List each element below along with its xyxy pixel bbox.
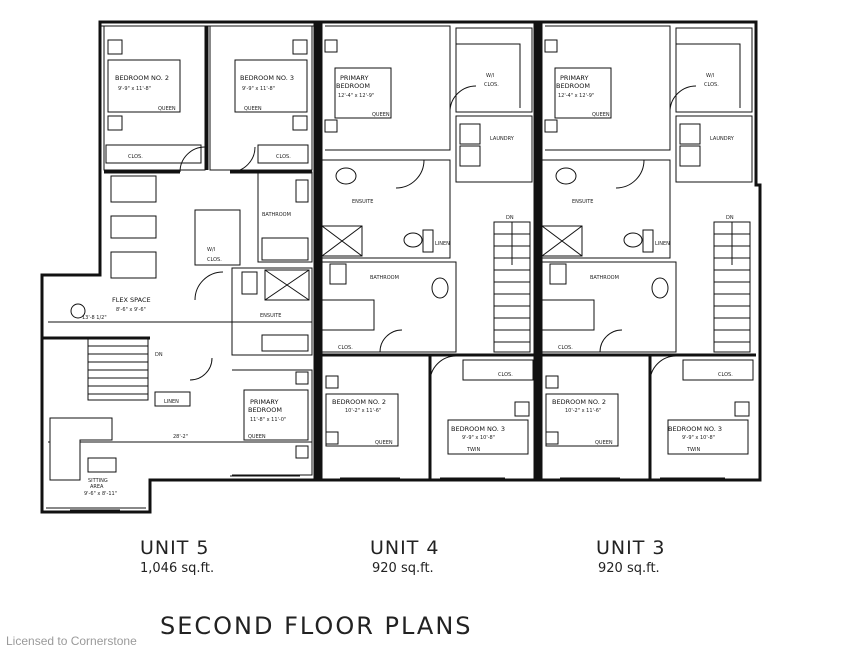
u5-flex-space-label: FLEX SPACE (112, 296, 151, 304)
u5-sitting-dim: 9'-6" x 8'-11" (84, 491, 117, 497)
u4-bedroom-2-dim: 10'-2" x 11'-6" (345, 408, 381, 414)
room-labels: BEDROOM NO. 2 9'-9" x 11'-8" QUEEN BEDRO… (82, 73, 735, 497)
u5-primary-label-2: BEDROOM (248, 406, 282, 414)
exterior-walls (40, 20, 762, 514)
u3-bedroom-3-twin: TWIN (686, 447, 700, 453)
plan-title: SECOND FLOOR PLANS (160, 612, 473, 640)
u4-linen-label: LINEN (435, 241, 450, 247)
u4-primary-label-1: PRIMARY (340, 74, 369, 82)
u3-primary-label-2: BEDROOM (556, 82, 590, 90)
u4-laundry-label: LAUNDRY (490, 136, 515, 142)
u4-bedroom-2-label: BEDROOM NO. 2 (332, 398, 386, 406)
u4-wi-label: W/I (486, 73, 494, 79)
unit-5-area: 1,046 sq.ft. (140, 561, 215, 576)
u5-primary-dim: 11'-8" x 11'-0" (250, 417, 286, 423)
u3-primary-queen: QUEEN (592, 112, 610, 118)
u4-primary-dim: 12'-4" x 12'-9" (338, 93, 374, 99)
u3-bedroom-2-dim: 10'-2" x 11'-6" (565, 408, 601, 414)
unit-4-interior (321, 25, 535, 480)
u3-bed3-closet-label: CLOS. (718, 372, 733, 378)
u5-bed2-closet-label: CLOS. (128, 154, 143, 160)
u3-bath-closet-label: CLOS. (558, 345, 573, 351)
unit-3-name: UNIT 3 (596, 537, 666, 559)
u5-bedroom-2-label: BEDROOM NO. 2 (115, 74, 169, 82)
u5-sitting-label-1: SITTING (88, 478, 108, 484)
u5-primary-label-1: PRIMARY (250, 398, 279, 406)
unit-3-interior (541, 25, 756, 480)
u3-primary-label-1: PRIMARY (560, 74, 589, 82)
u5-bedroom-3-dim: 9'-9" x 11'-8" (242, 86, 275, 92)
u3-bedroom-2-label: BEDROOM NO. 2 (552, 398, 606, 406)
u3-linen-label: LINEN (655, 241, 670, 247)
u5-bedroom-2-queen: QUEEN (158, 106, 176, 112)
u4-ensuite-label: ENSUITE (352, 199, 373, 205)
u5-wi-clos-label: CLOS. (207, 257, 222, 263)
u5-bathroom-label: BATHROOM (262, 212, 291, 218)
u4-wi-clos-label: CLOS. (484, 82, 499, 88)
unit-4-name: UNIT 4 (370, 537, 440, 559)
u5-linen-label: LINEN (164, 399, 179, 405)
u5-bed3-closet-label: CLOS. (276, 154, 291, 160)
u4-bedroom-2-queen: QUEEN (375, 440, 393, 446)
u4-bath-closet-label: CLOS. (338, 345, 353, 351)
u5-stair-dn-label: DN (155, 352, 163, 358)
u5-run-dim: 28'-2" (173, 434, 188, 440)
u5-flex-dim-b: 13'-8 1/2" (82, 315, 107, 321)
u4-stair-dn-label: DN (506, 215, 514, 221)
u5-flex-dim: 8'-6" x 9'-6" (116, 307, 146, 313)
u5-bedroom-3-label: BEDROOM NO. 3 (240, 74, 294, 82)
u3-laundry-label: LAUNDRY (710, 136, 735, 142)
unit-3-area: 920 sq.ft. (598, 561, 660, 576)
u3-stair-dn-label: DN (726, 215, 734, 221)
unit-5-interior (42, 26, 313, 511)
u3-bedroom-3-label: BEDROOM NO. 3 (668, 425, 722, 433)
u3-primary-dim: 12'-4" x 12'-9" (558, 93, 594, 99)
u4-primary-queen: QUEEN (372, 112, 390, 118)
u4-bedroom-3-label: BEDROOM NO. 3 (451, 425, 505, 433)
u3-bedroom-3-dim: 9'-9" x 10'-8" (682, 435, 715, 441)
unit-5-name: UNIT 5 (140, 537, 210, 559)
u4-bedroom-3-twin: TWIN (466, 447, 480, 453)
u4-bedroom-3-dim: 9'-9" x 10'-8" (462, 435, 495, 441)
u5-bedroom-3-queen: QUEEN (244, 106, 262, 112)
unit-4-area: 920 sq.ft. (372, 561, 434, 576)
u4-bed3-closet-label: CLOS. (498, 372, 513, 378)
u5-wi-label: W/I (207, 247, 215, 253)
u3-wi-clos-label: CLOS. (704, 82, 719, 88)
u3-bedroom-2-queen: QUEEN (595, 440, 613, 446)
u5-ensuite-label: ENSUITE (260, 313, 281, 319)
u4-bathroom-label: BATHROOM (370, 275, 399, 281)
u5-sitting-label-2: AREA (90, 484, 104, 490)
u3-ensuite-label: ENSUITE (572, 199, 593, 205)
u3-bathroom-label: BATHROOM (590, 275, 619, 281)
u4-primary-label-2: BEDROOM (336, 82, 370, 90)
u3-wi-label: W/I (706, 73, 714, 79)
license-watermark: Licensed to Cornerstone (6, 634, 137, 648)
u5-primary-queen: QUEEN (248, 434, 266, 440)
u5-bedroom-2-dim: 9'-9" x 11'-8" (118, 86, 151, 92)
